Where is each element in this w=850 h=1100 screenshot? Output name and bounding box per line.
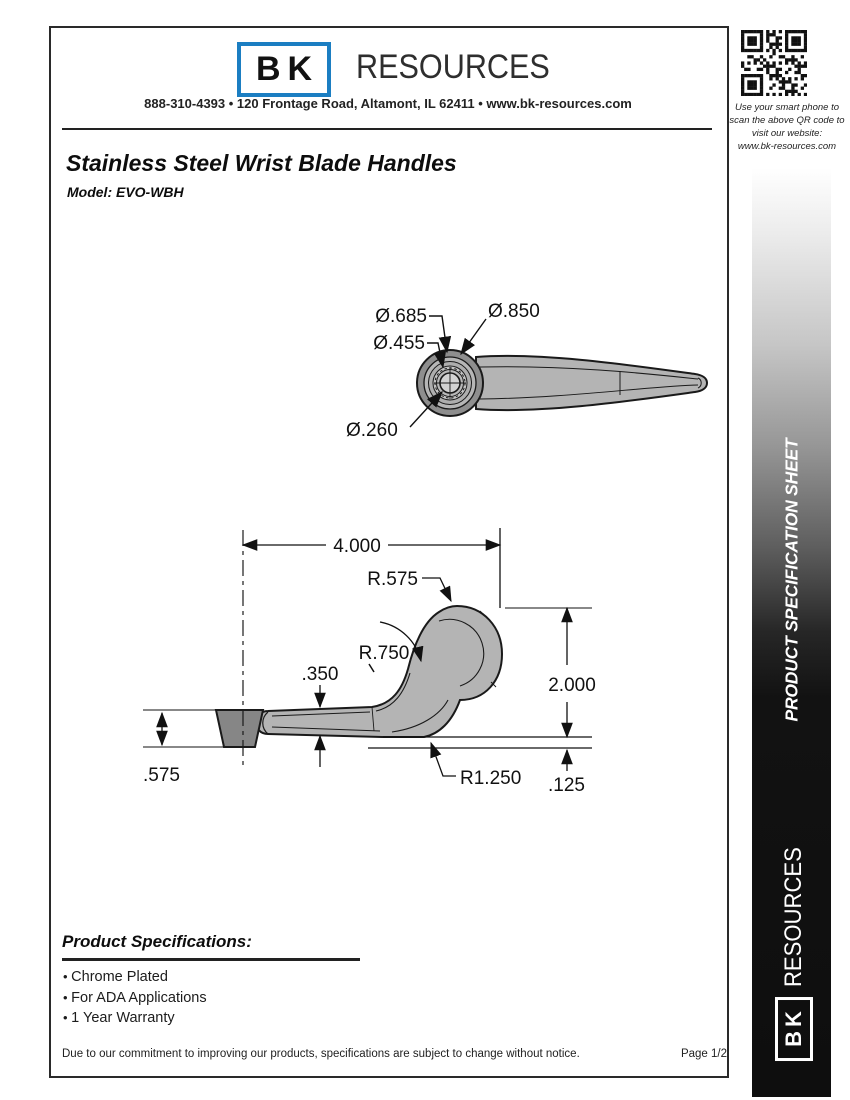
dim-125: .125 bbox=[548, 775, 585, 796]
dim-width-4000: 4.000 bbox=[333, 536, 381, 557]
model-number: Model: EVO-WBH bbox=[67, 184, 184, 200]
dim-575: .575 bbox=[143, 765, 180, 786]
dim-dia-850: Ø.850 bbox=[488, 301, 540, 322]
side-view-dimensions bbox=[143, 528, 592, 777]
content-frame bbox=[49, 26, 729, 1078]
page-number: Page 1/2 bbox=[680, 1048, 727, 1060]
handle-blade-top bbox=[475, 354, 709, 412]
sidebar-resources-text: RESOURCES bbox=[780, 847, 807, 988]
top-view-dimensions bbox=[409, 315, 487, 428]
sidebar-bk-logo: BK RESOURCES bbox=[775, 835, 813, 1062]
sidebar-gradient-band bbox=[752, 168, 831, 1097]
dim-dia-685: Ø.685 bbox=[375, 306, 427, 327]
qr-code bbox=[741, 30, 807, 96]
page-title: Stainless Steel Wrist Blade Handles bbox=[66, 150, 457, 176]
top-view-drawing: Ø.685 Ø.850 Ø.455 Ø.260 bbox=[346, 301, 709, 441]
bk-logo-text: BK bbox=[255, 50, 320, 88]
specs-list: Chrome Plated For ADA Applications 1 Yea… bbox=[63, 967, 207, 1029]
dim-dia-455: Ø.455 bbox=[373, 333, 425, 354]
bk-logo-box: BK bbox=[237, 42, 331, 97]
dim-350: .350 bbox=[302, 664, 339, 685]
qr-caption-line: www.bk-resources.com bbox=[737, 141, 837, 152]
dim-r575: R.575 bbox=[367, 569, 418, 590]
spec-item: 1 Year Warranty bbox=[63, 1008, 207, 1029]
resources-logo-text: RESOURCES bbox=[356, 48, 550, 86]
specs-heading: Product Specifications: bbox=[62, 932, 252, 951]
qr-caption-line: Use your smart phone to bbox=[734, 102, 840, 113]
sidebar-title: PRODUCT SPECIFICATION SHEET bbox=[781, 438, 802, 722]
escutcheon-side bbox=[214, 709, 265, 748]
sidebar-bk-logo-text: BK bbox=[781, 1007, 806, 1047]
side-view-drawing: 4.000 R.575 R.750 .350 2.000 .575 R1.250… bbox=[143, 528, 596, 796]
spec-item: Chrome Plated bbox=[63, 967, 207, 988]
specs-underline bbox=[62, 958, 360, 961]
qr-caption-line: scan the above QR code to bbox=[729, 115, 845, 126]
contact-line: 888-310-4393 • 120 Frontage Road, Altamo… bbox=[144, 96, 632, 111]
handle-hub-top bbox=[416, 349, 484, 417]
qr-caption: Use your smart phone to scan the above Q… bbox=[720, 101, 850, 153]
dim-r1250: R1.250 bbox=[460, 768, 521, 789]
footer-notice: Due to our commitment to improving our p… bbox=[62, 1048, 580, 1060]
qr-caption-line: visit our website: bbox=[751, 128, 823, 139]
dim-r750: R.750 bbox=[359, 643, 410, 664]
handle-profile bbox=[254, 604, 504, 738]
header-divider bbox=[62, 128, 712, 130]
footer: Due to our commitment to improving our p… bbox=[62, 1048, 727, 1060]
spec-item: For ADA Applications bbox=[63, 988, 206, 1009]
dim-2000: 2.000 bbox=[548, 675, 596, 696]
dim-dia-260: Ø.260 bbox=[346, 420, 398, 441]
sidebar-bk-logo-box: BK bbox=[775, 997, 813, 1062]
